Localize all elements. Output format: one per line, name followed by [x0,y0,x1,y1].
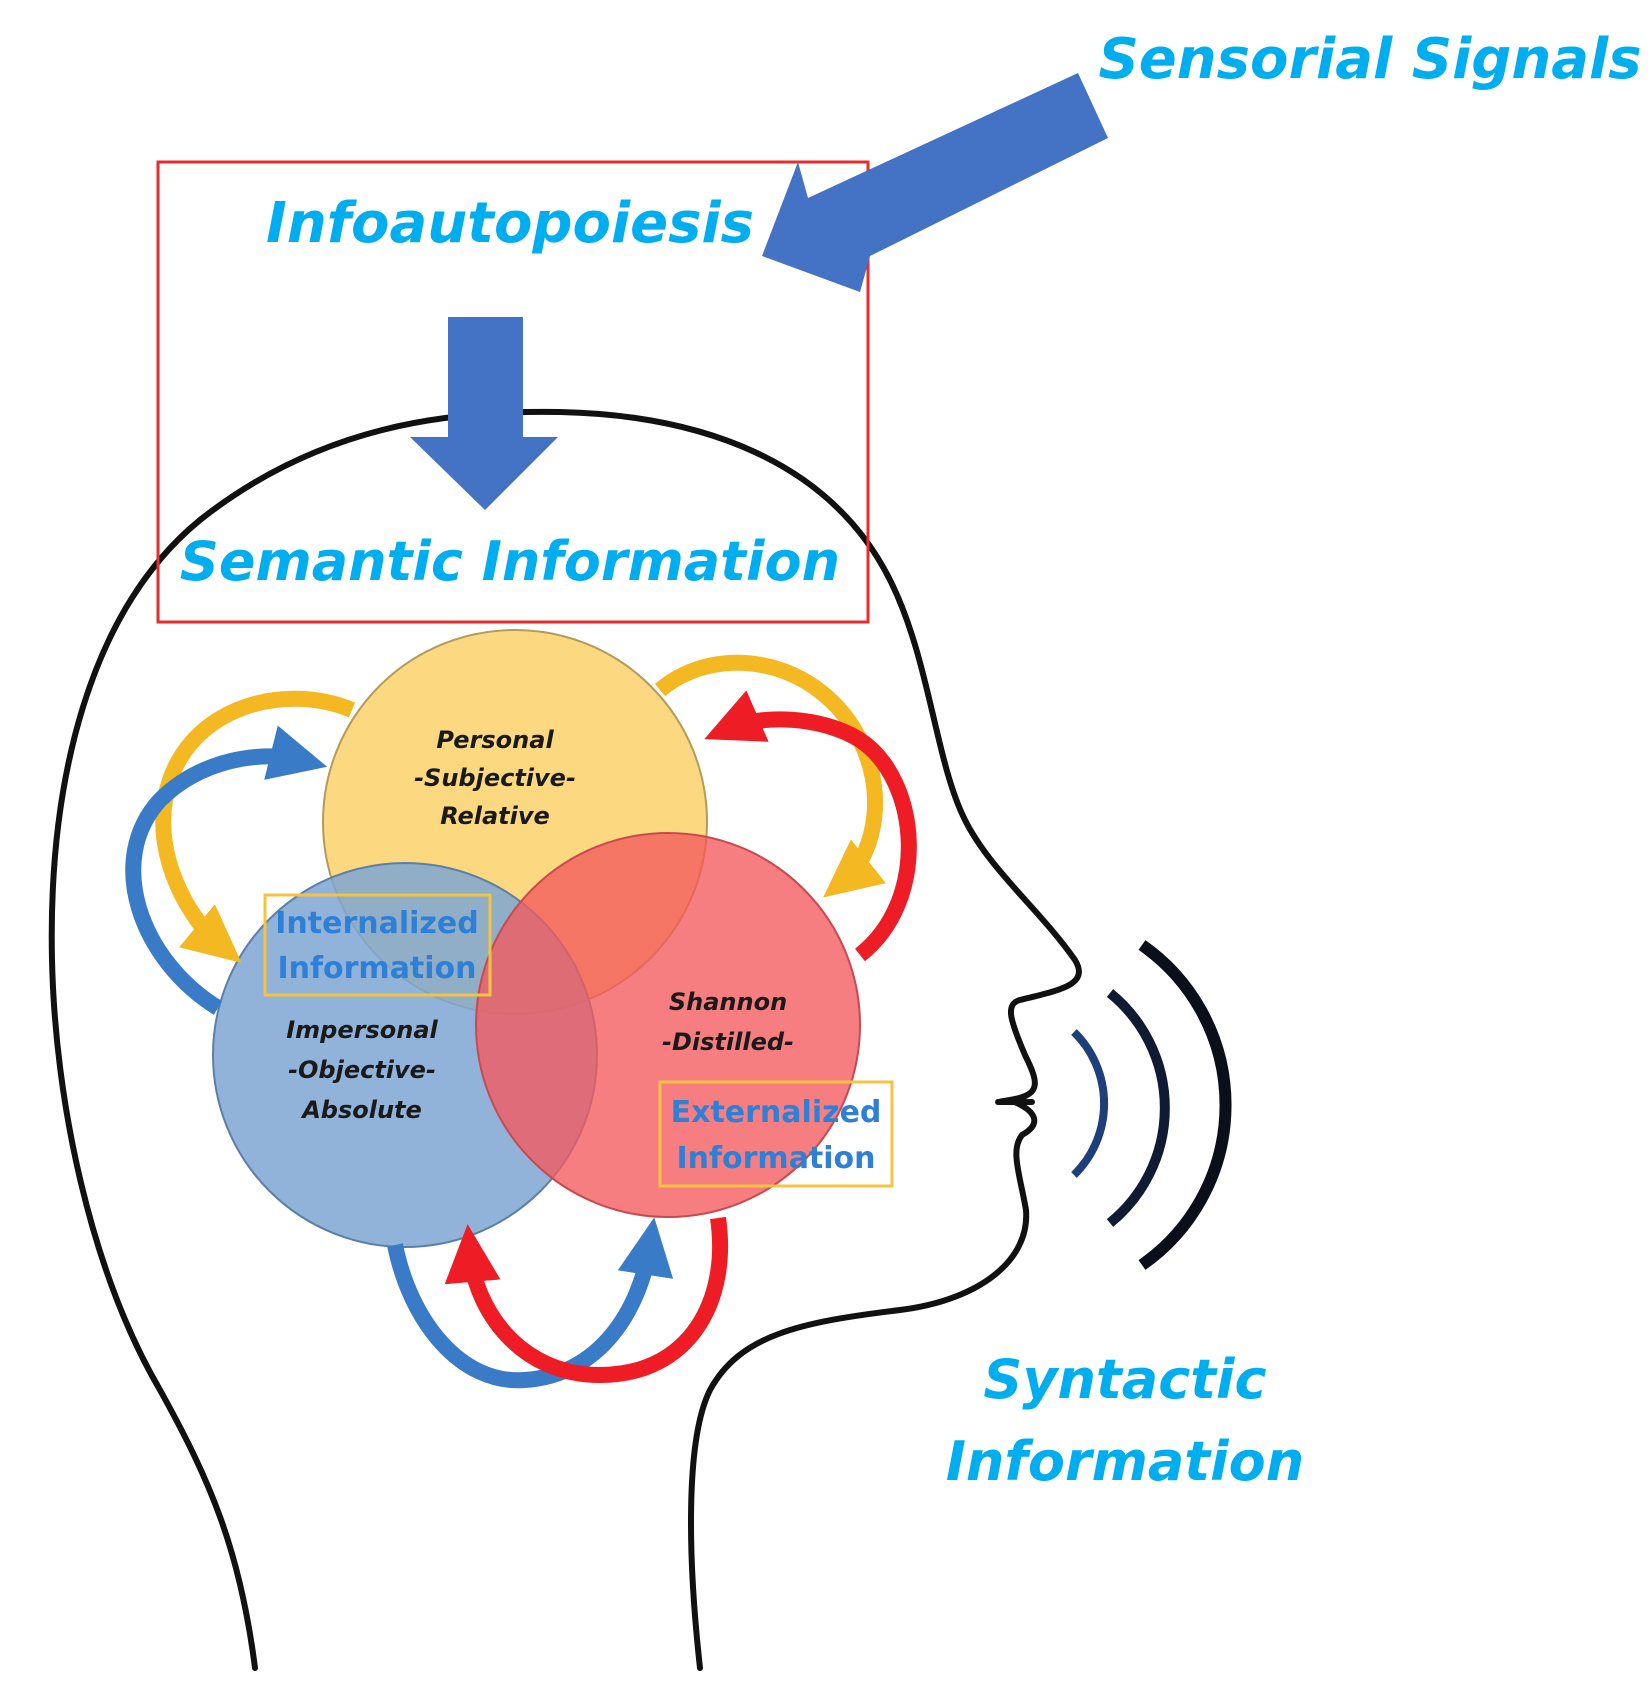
sound-wave-medium [1106,989,1170,1227]
externalized-line2: Information [676,1141,875,1176]
shannon-line2: -Distilled- [662,1028,794,1056]
down-arrow [410,317,558,510]
sensorial-signals-label: Sensorial Signals [1098,27,1641,92]
syntactic-label-line2: Information [946,1430,1304,1493]
infoautopoiesis-frame [156,160,870,624]
impersonal-line3: Absolute [300,1096,422,1124]
impersonal-line1: Impersonal [286,1016,438,1044]
internalized-box [263,893,492,997]
internalized-line1: Internalized [275,906,478,941]
curve-yellow-right [654,654,886,898]
externalized-box [658,1080,894,1188]
shannon-line1: Shannon [669,988,787,1016]
semantic-information-label: Semantic Information [180,530,840,593]
personal-line1: Personal [436,726,554,754]
circle-shannon [475,832,861,1218]
curve-blue-left [125,725,328,1015]
curve-blue-bottom [387,1217,674,1389]
syntactic-label-line1: Syntactic [983,1348,1266,1411]
sound-wave-large [1138,940,1232,1270]
internalized-line2: Information [277,951,476,986]
curve-red-right [704,690,917,962]
infoautopoiesis-label: Infoautopoiesis [266,191,754,256]
sound-wave-small [1071,1029,1109,1178]
personal-line3: Relative [440,802,550,830]
externalized-line1: Externalized [671,1095,882,1130]
sensorial-arrow [762,73,1108,292]
impersonal-line2: -Objective- [288,1056,436,1084]
curve-red-bottom [444,1216,729,1384]
head-outline [48,408,1082,1671]
personal-line2: -Subjective- [414,764,576,792]
